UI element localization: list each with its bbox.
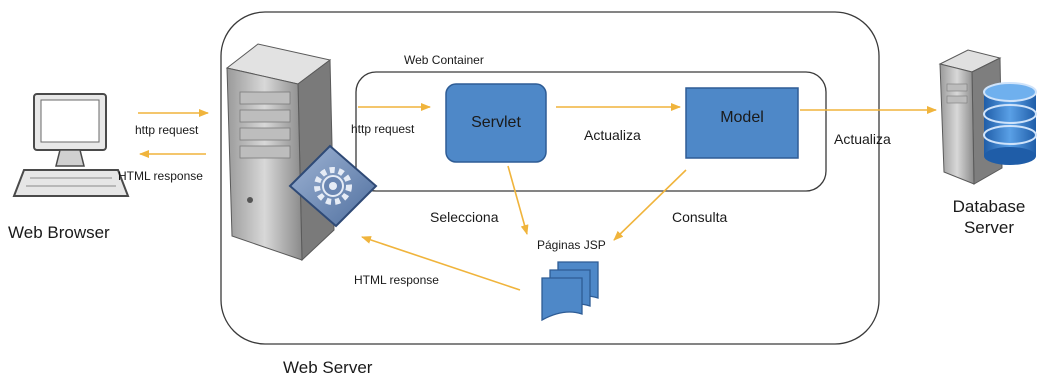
web-server-label: Web Server [283,358,373,377]
web-container-label: Web Container [404,53,484,67]
container-request-label: http request [351,122,415,136]
database-server-icon [938,49,1037,185]
servlet-box [445,83,547,163]
model-box [685,87,799,159]
web-browser-label: Web Browser [8,223,110,242]
gear-badge-icon [288,144,378,228]
web-server-frame [220,11,880,345]
jsp-response-label: HTML response [354,273,439,287]
database-server-label: Database Server [947,196,1031,239]
servlet-to-jsp-label: Selecciona [430,209,499,225]
web-container-frame [355,71,827,192]
desktop-computer-icon [12,93,130,197]
jsp-response-arrow [361,236,521,291]
database-server-label-line2: Server [963,218,1015,238]
browser-request-label: http request [135,123,199,137]
servlet-to-model-label: Actualiza [584,127,641,143]
servlet-to-jsp-arrow [507,165,529,235]
model-to-jsp-arrow [613,169,687,241]
document-stack-icon [541,261,599,322]
browser-response-label: HTML response [118,169,203,183]
model-to-jsp-label: Consulta [672,209,728,225]
database-server-label-line1: Database [952,197,1026,216]
server-tower-icon [225,43,335,262]
model-to-database-label: Actualiza [834,131,891,147]
jsp-pages-label: Páginas JSP [537,238,606,252]
